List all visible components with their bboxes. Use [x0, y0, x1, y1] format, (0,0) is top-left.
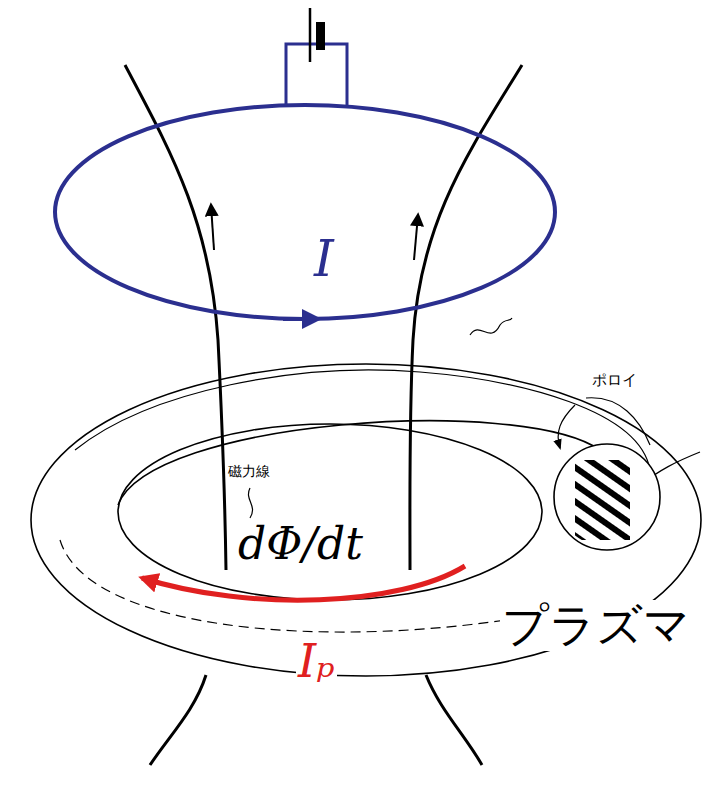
- flux-line: [426, 675, 482, 765]
- torus-outer: [31, 364, 701, 676]
- coil-lead: [286, 44, 347, 106]
- coil-current-arrow: [283, 317, 318, 321]
- field-line-label: 磁力線: [226, 464, 272, 479]
- flux-arrow: [414, 215, 418, 260]
- battery-plate: [316, 22, 325, 50]
- flux-arrow: [211, 205, 214, 250]
- field-line: [118, 421, 600, 505]
- field-line: [75, 370, 650, 470]
- torus-hole: [118, 424, 542, 600]
- torus: [31, 318, 701, 676]
- flux-line: [410, 65, 522, 570]
- plasma-current-label: Iₚ: [296, 636, 337, 687]
- plasma-label: プラズマ: [500, 600, 692, 651]
- flux-line: [125, 65, 226, 570]
- coil-loop: [55, 105, 555, 319]
- plasma-cross-section: [554, 444, 660, 550]
- battery-plate: [309, 8, 312, 62]
- poloidal-arc: [586, 398, 650, 445]
- leader-line: [470, 318, 512, 335]
- poloidal-arrow: [558, 405, 575, 448]
- coil-current-label: I: [312, 232, 336, 287]
- primary-coil: [55, 8, 555, 319]
- flux-change-label: dΦ/dt: [236, 520, 365, 568]
- leader-line: [248, 488, 252, 518]
- poloidal-label: ポロイ: [590, 372, 639, 389]
- plasma-current-arrow: [142, 566, 465, 600]
- flux-line: [150, 675, 206, 765]
- flux-lines: [125, 65, 522, 765]
